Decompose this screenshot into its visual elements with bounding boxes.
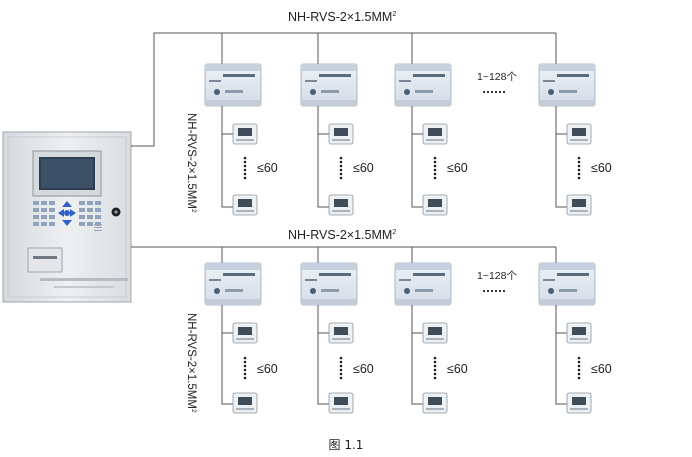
controller-cabinet xyxy=(2,131,132,303)
speaker-grill xyxy=(94,224,102,231)
monitoring-module xyxy=(538,63,596,107)
detector-terminal xyxy=(328,392,354,414)
upper-bus-label: NH-RVS-2×1.5MM2 xyxy=(288,10,396,24)
module-range-label: 1~128个 xyxy=(477,71,517,83)
terminal-count-label: ≤60 xyxy=(353,161,374,175)
detector-terminal xyxy=(566,322,592,344)
terminal-count-label: ≤60 xyxy=(447,161,468,175)
terminal-count-label: ≤60 xyxy=(591,362,612,376)
monitoring-module xyxy=(204,262,262,306)
detector-terminal xyxy=(328,322,354,344)
ellipsis-dots-icon xyxy=(577,356,581,380)
detector-terminal xyxy=(328,123,354,145)
ellipsis-dots-icon xyxy=(243,156,247,180)
detector-terminal xyxy=(232,123,258,145)
monitoring-module xyxy=(538,262,596,306)
monitoring-module xyxy=(300,63,358,107)
detector-terminal xyxy=(232,322,258,344)
detector-terminal xyxy=(422,392,448,414)
detector-terminal xyxy=(566,194,592,216)
trunk-wiring xyxy=(131,32,557,263)
upper-bus-label-sup: 2 xyxy=(392,11,396,18)
detector-terminal xyxy=(328,194,354,216)
terminal-count-label: ≤60 xyxy=(353,362,374,376)
upper-branch-label: NH-RVS-2×1.5MM2 xyxy=(185,113,197,213)
lower-group: ≤60 ≤60 ≤60 ≤60 1~128个 xyxy=(204,262,612,414)
lower-bus-label-sup: 2 xyxy=(392,229,396,236)
lower-branch-label: NH-RVS-2×1.5MM2 xyxy=(185,313,197,413)
detector-terminal xyxy=(422,123,448,145)
monitoring-module xyxy=(204,63,262,107)
upper-bus-label-text: NH-RVS-2×1.5MM xyxy=(288,10,392,24)
detector-terminal xyxy=(232,194,258,216)
terminal-count-label: ≤60 xyxy=(447,362,468,376)
upper-branch-label-sup: 2 xyxy=(190,209,197,213)
detector-terminal xyxy=(566,123,592,145)
lower-bus-label-text: NH-RVS-2×1.5MM xyxy=(288,228,392,242)
ellipsis-dots-icon xyxy=(577,156,581,180)
upper-group: ≤60 ≤60 ≤60 ≤60 1~128个 xyxy=(204,63,612,216)
lower-bus-label: NH-RVS-2×1.5MM2 xyxy=(288,228,396,242)
lower-branch-label-sup: 2 xyxy=(190,409,197,413)
monitoring-module xyxy=(394,63,452,107)
controller-keypad xyxy=(33,201,101,226)
terminal-count-label: ≤60 xyxy=(591,161,612,175)
controller-printer xyxy=(27,247,63,273)
terminal-count-label: ≤60 xyxy=(257,362,278,376)
ellipsis-dots-icon xyxy=(433,356,437,380)
terminal-count-label: ≤60 xyxy=(257,161,278,175)
ellipsis-dots-icon xyxy=(243,356,247,380)
monitoring-module xyxy=(300,262,358,306)
upper-branch-label-text: NH-RVS-2×1.5MM xyxy=(185,113,197,209)
ellipsis-dots-icon xyxy=(433,156,437,180)
detector-terminal xyxy=(422,322,448,344)
lower-branch-label-text: NH-RVS-2×1.5MM xyxy=(185,313,197,409)
monitoring-module xyxy=(394,262,452,306)
ellipsis-dots-icon xyxy=(339,156,343,180)
detector-terminal xyxy=(566,392,592,414)
figure-caption: 图 1.1 xyxy=(329,438,364,452)
detector-terminal xyxy=(232,392,258,414)
ellipsis-dots-icon xyxy=(482,289,506,293)
module-range-label: 1~128个 xyxy=(477,270,517,282)
ellipsis-dots-icon xyxy=(339,356,343,380)
detector-terminal xyxy=(422,194,448,216)
ellipsis-dots-icon xyxy=(482,90,506,94)
